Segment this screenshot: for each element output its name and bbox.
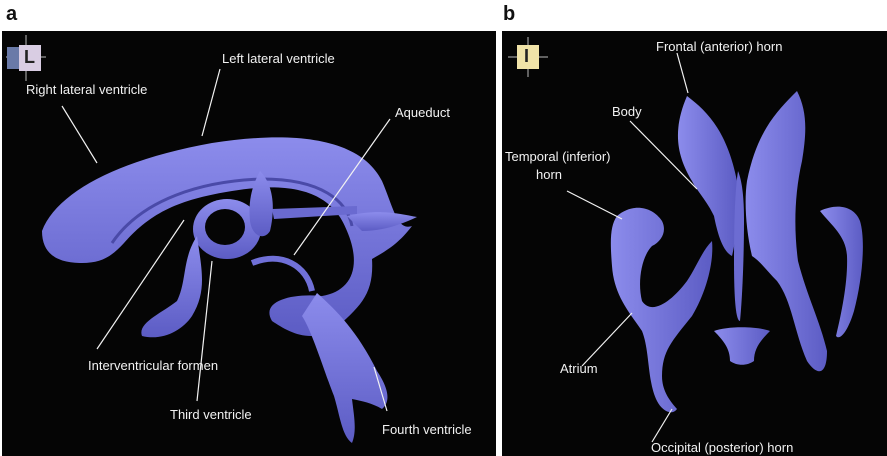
label-fourth-ventricle: Fourth ventricle	[382, 422, 472, 437]
label-body: Body	[612, 104, 642, 119]
label-third-ventricle: Third ventricle	[170, 407, 252, 422]
label-interventricular-foramen: Interventricular formen	[88, 358, 218, 373]
panel-b-letter: b	[503, 3, 515, 26]
label-right-lateral-ventricle: Right lateral ventricle	[26, 82, 147, 97]
label-occipital-horn: Occipital (posterior) horn	[651, 440, 793, 455]
label-frontal-horn: Frontal (anterior) horn	[656, 39, 782, 54]
panel-a-letter: a	[6, 3, 17, 26]
label-atrium: Atrium	[560, 361, 598, 376]
panel-b-axial-view: I Frontal (anterior) horn Body	[502, 31, 887, 456]
label-aqueduct: Aqueduct	[395, 105, 450, 120]
label-temporal-horn: Temporal (inferior)	[505, 149, 610, 164]
leader-lines	[502, 31, 887, 456]
label-temporal-horn-line2: horn	[536, 167, 562, 182]
panel-a-lateral-view: L	[2, 31, 496, 456]
label-left-lateral-ventricle: Left lateral ventricle	[222, 51, 335, 66]
